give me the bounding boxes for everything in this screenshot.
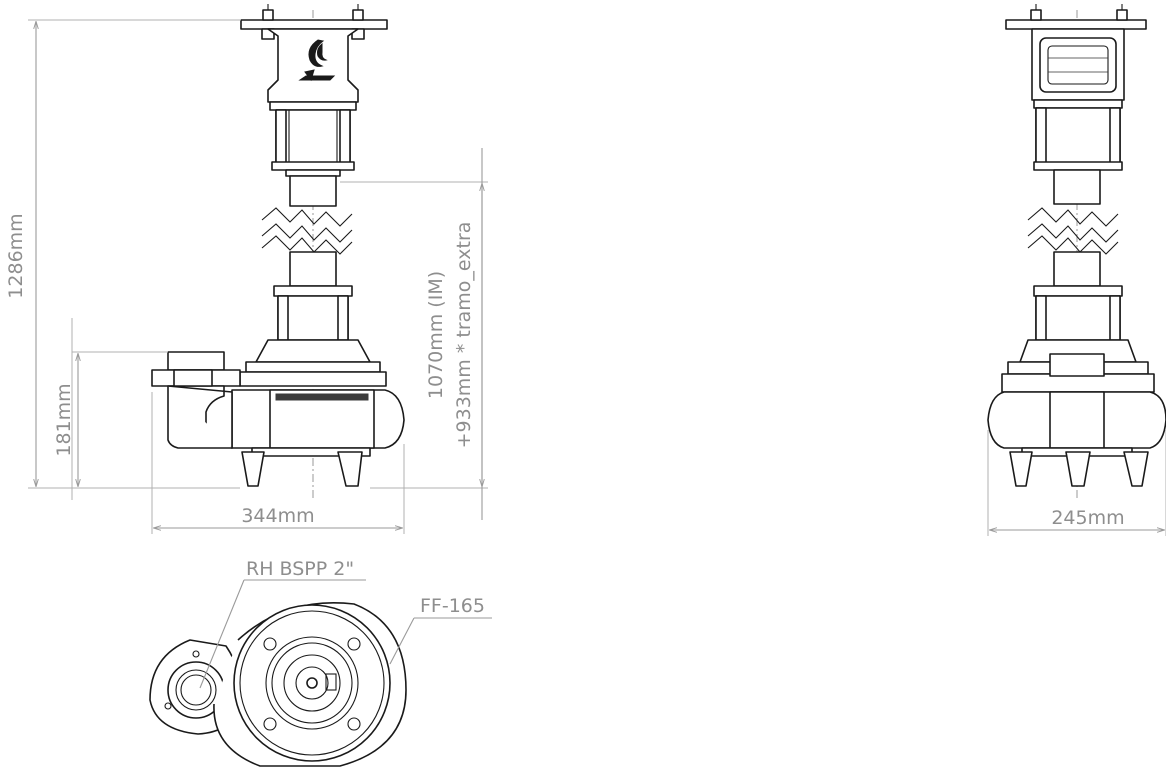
outlet-thread-label: RH BSPP 2" [246,558,354,580]
front-break-symbol [261,207,353,255]
side-top-plate [1005,4,1147,30]
side-column-lower [1053,251,1101,287]
column-length-line1: 1070mm (IM) [425,271,447,399]
front-column-upper [289,175,337,207]
total-height-label: 1286mm [5,213,27,298]
side-feet [1009,451,1149,487]
dimension-side-width: 245mm [987,430,1166,536]
dimension-inlet-height: 181mm [53,318,168,500]
side-motor-head [1031,28,1125,101]
dimension-column-length: 1070mm (IM) +933mm * tramo_extra [340,148,488,520]
inlet-height-label: 181mm [53,383,75,456]
callout-flange: FF-165 [389,595,492,665]
side-motor-housing [1001,285,1155,393]
column-length-line2: +933mm * tramo_extra [453,222,475,449]
bottom-volute [213,601,407,767]
side-width-label: 245mm [1051,507,1124,529]
front-motor-housing [239,285,387,387]
dimension-total-height: 1286mm [5,19,241,489]
front-column-lower [289,251,337,287]
front-volute [231,389,405,457]
side-column-upper [1053,169,1101,205]
front-feet [241,451,363,487]
side-upper-bracket [1033,99,1123,171]
front-view [151,4,405,500]
side-view [987,4,1166,500]
dimension-front-width: 344mm [151,392,405,534]
front-upper-bracket [269,101,357,177]
side-break-symbol [1027,207,1119,255]
front-width-label: 344mm [241,505,314,527]
front-motor-head [267,28,359,103]
flange-label: FF-165 [420,595,485,617]
callout-outlet-thread: RH BSPP 2" [199,558,366,689]
side-volute [987,391,1166,457]
front-discharge [151,351,241,449]
bottom-view [149,601,407,767]
